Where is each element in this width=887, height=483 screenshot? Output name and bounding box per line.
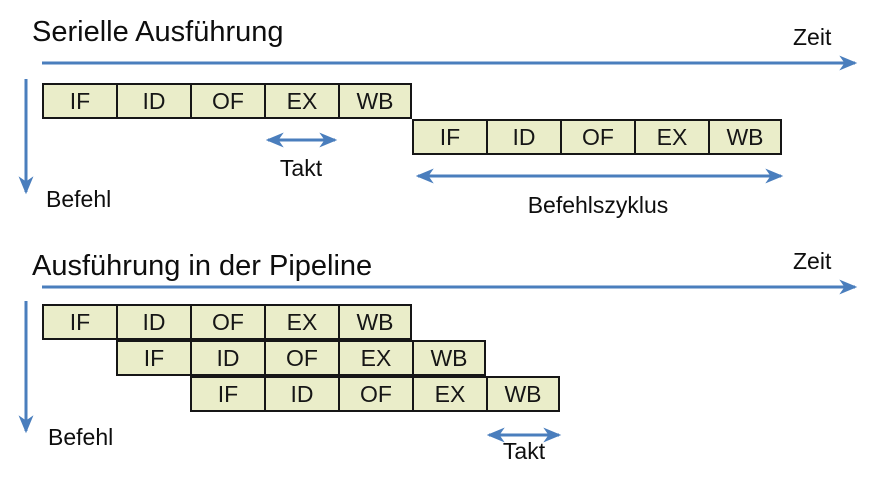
- stage-cell: OF: [264, 340, 338, 376]
- time-axis-label-pipeline: Zeit: [793, 248, 832, 274]
- stage-cell: OF: [190, 83, 264, 119]
- stage-cell: ID: [190, 340, 264, 376]
- clock-label-serial: Takt: [279, 155, 323, 181]
- section-title-pipeline: Ausführung in der Pipeline: [32, 250, 373, 282]
- stage-cell: EX: [338, 340, 412, 376]
- time-axis-label-serial: Zeit: [793, 24, 832, 50]
- stage-cell: IF: [42, 304, 116, 340]
- stage-cell: WB: [338, 304, 412, 340]
- pipeline-instruction-3-row: IF ID OF EX WB: [190, 376, 560, 412]
- stage-cell: IF: [116, 340, 190, 376]
- stage-cell: ID: [264, 376, 338, 412]
- clock-label-pipeline: Takt: [502, 438, 546, 464]
- stage-cell: WB: [486, 376, 560, 412]
- stage-cell: EX: [634, 119, 708, 155]
- instruction-axis-label-pipeline: Befehl: [48, 424, 114, 450]
- stage-cell: WB: [412, 340, 486, 376]
- stage-cell: EX: [264, 83, 338, 119]
- section-title-serial: Serielle Ausführung: [32, 16, 284, 48]
- stage-cell: IF: [412, 119, 486, 155]
- serial-instruction-2-row: IF ID OF EX WB: [412, 119, 782, 155]
- cycle-label: Befehlszyklus: [527, 192, 669, 218]
- stage-cell: OF: [338, 376, 412, 412]
- stage-cell: OF: [560, 119, 634, 155]
- stage-cell: OF: [190, 304, 264, 340]
- stage-cell: EX: [264, 304, 338, 340]
- stage-cell: ID: [486, 119, 560, 155]
- instruction-axis-label-serial: Befehl: [46, 186, 112, 212]
- stage-cell: EX: [412, 376, 486, 412]
- stage-cell: WB: [338, 83, 412, 119]
- stage-cell: ID: [116, 83, 190, 119]
- stage-cell: ID: [116, 304, 190, 340]
- stage-cell: IF: [42, 83, 116, 119]
- pipeline-instruction-2-row: IF ID OF EX WB: [116, 340, 486, 376]
- stage-cell: WB: [708, 119, 782, 155]
- pipeline-instruction-1-row: IF ID OF EX WB: [42, 304, 412, 340]
- stage-cell: IF: [190, 376, 264, 412]
- serial-instruction-1-row: IF ID OF EX WB: [42, 83, 412, 119]
